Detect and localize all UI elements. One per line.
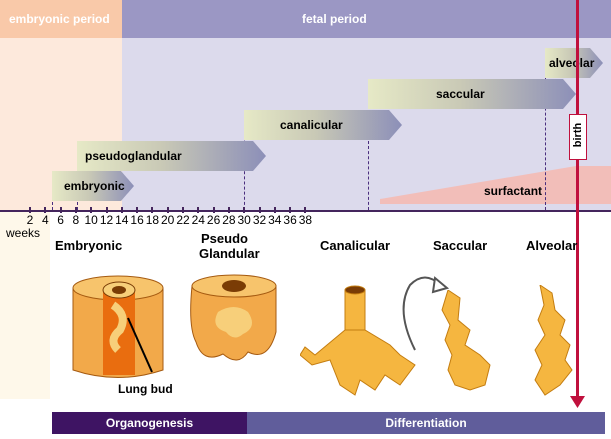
birth-label: birth xyxy=(572,122,584,148)
axis-tick xyxy=(120,207,123,213)
title-canalicular: Canalicular xyxy=(320,238,391,253)
surfactant-label: surfactant xyxy=(484,184,543,198)
embryonic-period-header: embryonic period xyxy=(0,0,122,38)
axis-tick-label: 6 xyxy=(57,213,64,227)
fetal-period-label: fetal period xyxy=(302,12,367,26)
axis-tick xyxy=(182,207,184,213)
organogenesis-bar: Organogenesis xyxy=(52,412,247,434)
axis-tick-label: 18 xyxy=(145,213,160,227)
axis-tick xyxy=(105,207,108,213)
axis-tick-label: 30 xyxy=(237,213,251,227)
axis-tick-label: 12 xyxy=(99,213,114,227)
axis-tick-label: 2 xyxy=(26,213,34,227)
birth-line xyxy=(576,0,579,404)
axis-tick xyxy=(212,207,215,213)
axis-tick-label: 8 xyxy=(72,213,80,227)
guide-line-36 xyxy=(545,48,546,210)
axis-tick-label: 36 xyxy=(283,213,297,227)
axis-tick-label: 20 xyxy=(161,213,175,227)
guide-line-24 xyxy=(368,80,369,210)
axis-tick xyxy=(227,207,230,213)
stage-pseudoglandular-bar: pseudoglandular xyxy=(77,141,266,171)
axis-tick xyxy=(44,207,47,213)
axis-tick xyxy=(59,207,62,213)
stage-alveolar-bar: alveolar xyxy=(545,48,603,78)
axis-unit-label: weeks xyxy=(6,226,41,240)
stage-saccular-bar: saccular xyxy=(368,79,576,109)
axis-tick-label: 16 xyxy=(130,213,144,227)
axis-tick-label: 26 xyxy=(206,213,221,227)
axis-tick xyxy=(289,207,292,213)
stage-alveolar-label: alveolar xyxy=(549,56,595,70)
alveolar-lung-illustration xyxy=(534,285,573,396)
pseudoglandular-lung-illustration xyxy=(190,274,277,361)
stage-embryonic-bar: embryonic xyxy=(52,171,134,201)
stage-embryonic-label: embryonic xyxy=(64,179,125,193)
axis-tick-label: 34 xyxy=(268,213,282,227)
axis-tick xyxy=(243,207,246,213)
axis-tick xyxy=(166,207,169,213)
surfactant-wedge xyxy=(380,166,611,204)
axis-tick-label: 10 xyxy=(84,213,98,227)
axis-tick xyxy=(29,207,31,213)
axis-tick xyxy=(304,207,307,213)
left-margin-zone xyxy=(0,211,50,399)
axis-tick xyxy=(197,207,200,213)
stage-saccular-label: saccular xyxy=(436,87,485,101)
title-pseudo-line1: Pseudo xyxy=(201,231,248,246)
birth-label-box: birth xyxy=(569,114,587,160)
embryonic-lung-illustration xyxy=(72,275,164,378)
axis-tick xyxy=(90,207,93,213)
axis-tick xyxy=(273,207,276,213)
organogenesis-label: Organogenesis xyxy=(105,416,194,430)
axis-tick xyxy=(136,207,139,213)
stage-canalicular-bar: canalicular xyxy=(244,110,402,140)
title-pseudo-line2: Glandular xyxy=(199,246,260,261)
axis-tick-label: 14 xyxy=(115,213,129,227)
differentiation-bar: Differentiation xyxy=(247,412,605,434)
embryonic-period-label: embryonic period xyxy=(9,12,110,26)
axis-tick xyxy=(151,207,154,213)
title-saccular: Saccular xyxy=(433,238,488,253)
axis-tick-label: 22 xyxy=(176,213,190,227)
axis-tick xyxy=(74,207,77,213)
zoom-arrow-illustration xyxy=(402,276,450,351)
axis-tick-label: 32 xyxy=(252,213,267,227)
title-embryonic: Embryonic xyxy=(55,238,123,253)
axis-tick-label: 24 xyxy=(191,213,205,227)
fetal-period-header: fetal period xyxy=(122,0,611,38)
stage-pseudoglandular-label: pseudoglandular xyxy=(85,149,182,163)
axis-tick xyxy=(258,207,261,213)
lung-bud-label: Lung bud xyxy=(118,382,173,396)
axis-tick-label: 28 xyxy=(222,213,236,227)
birth-arrowhead xyxy=(570,396,585,408)
axis-tick-label: 4 xyxy=(41,213,49,227)
stage-canalicular-label: canalicular xyxy=(280,118,343,132)
differentiation-label: Differentiation xyxy=(385,416,467,430)
canalicular-lung-illustration xyxy=(300,285,416,396)
saccular-lung-illustration xyxy=(441,290,491,391)
title-alveolar: Alveolar xyxy=(526,238,578,253)
axis-tick-label: 38 xyxy=(298,213,313,227)
